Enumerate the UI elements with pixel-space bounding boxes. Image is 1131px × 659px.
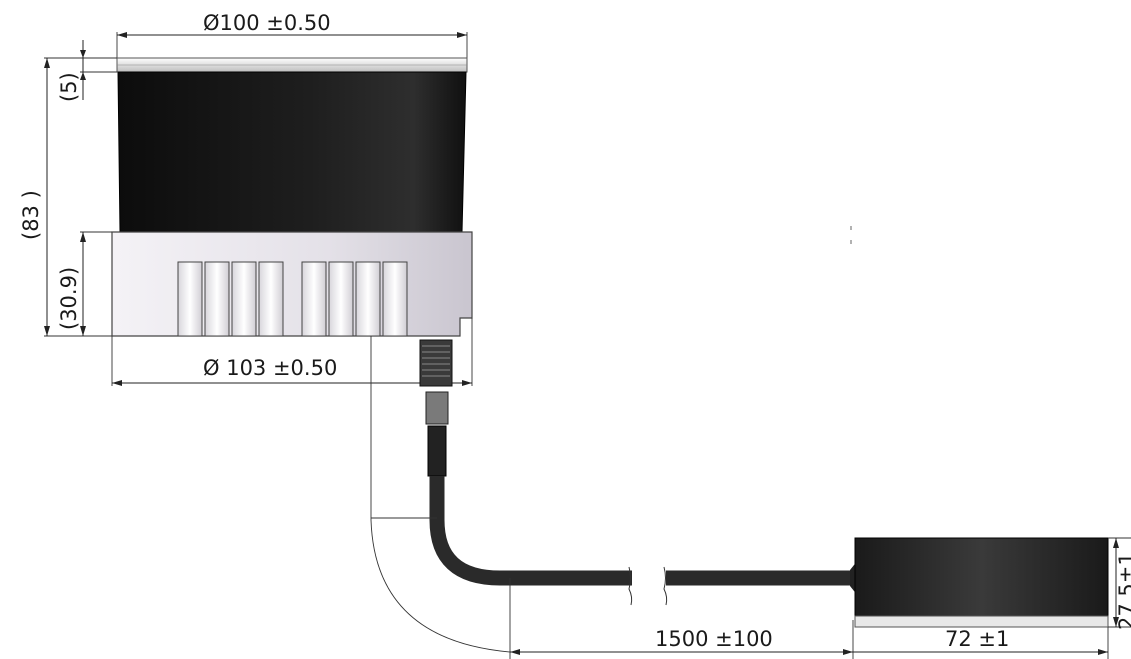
cable-connector bbox=[419, 339, 453, 477]
base-height-label: (30.9) bbox=[57, 267, 81, 330]
base-height-dimension: (30.9) bbox=[57, 231, 112, 336]
box-width-dimension: 72 ±1 bbox=[853, 627, 1109, 659]
cable-length-dimension: 1500 ±100 bbox=[370, 336, 854, 659]
overall-height-label: (83 ) bbox=[19, 190, 43, 240]
overall-height-dimension: (83 ) bbox=[19, 57, 117, 337]
sensor-cap bbox=[116, 57, 468, 73]
box-height-dimension: 27.5±1 bbox=[1108, 537, 1131, 630]
receiver-box bbox=[850, 537, 1109, 628]
base-fins bbox=[177, 261, 408, 337]
box-width-label: 72 ±1 bbox=[945, 627, 1009, 651]
cable-length-label: 1500 ±100 bbox=[655, 627, 773, 651]
sensor-base bbox=[111, 231, 473, 337]
base-diameter-label: Ø 103 ±0.50 bbox=[203, 356, 337, 380]
box-height-label: 27.5±1 bbox=[1115, 552, 1131, 630]
cap-height-label: (5) bbox=[57, 72, 81, 102]
cap-height-dimension: (5) bbox=[57, 40, 117, 102]
base-diameter-dimension: Ø 103 ±0.50 bbox=[111, 318, 473, 386]
cable-break-marks bbox=[628, 566, 668, 606]
sensor-body bbox=[117, 71, 467, 233]
top-diameter-label: Ø100 ±0.50 bbox=[203, 11, 331, 35]
top-diameter-dimension: Ø100 ±0.50 bbox=[116, 11, 468, 58]
cable bbox=[429, 476, 632, 586]
